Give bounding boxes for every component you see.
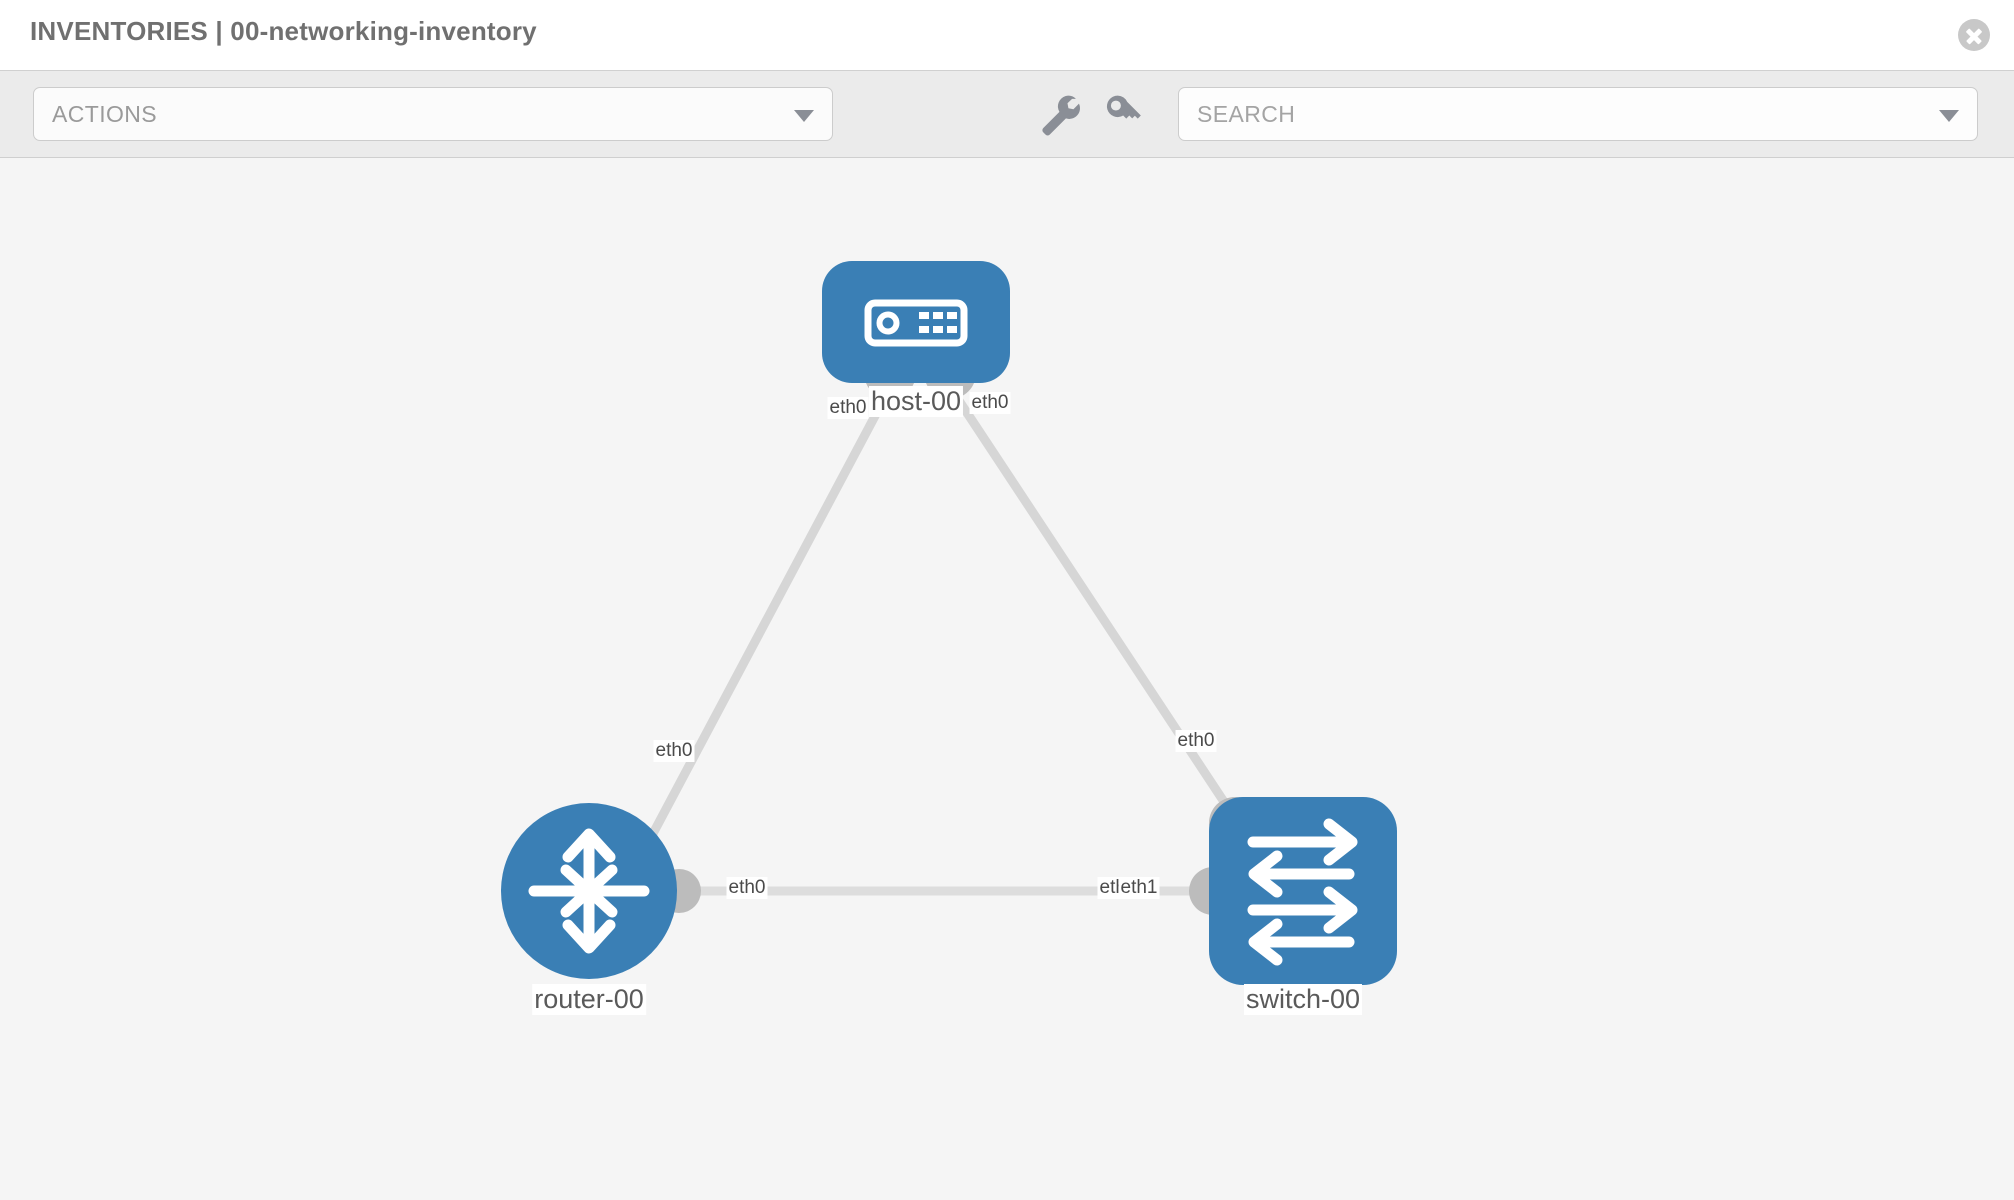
chevron-down-icon — [1939, 110, 1959, 122]
topology-graph — [501, 261, 1397, 985]
iface-label-router00-eth0-uplink[interactable]: eth0 — [653, 740, 695, 762]
iface-label-host00-eth0-right[interactable]: eth0 — [969, 392, 1011, 414]
iface-label-switch00-eth0-uplink[interactable]: eth0 — [1175, 730, 1217, 752]
search-input[interactable]: SEARCH — [1178, 87, 1978, 141]
node-label-host-00[interactable]: host-00 — [868, 386, 964, 417]
node-label-switch-00[interactable]: switch-00 — [1243, 984, 1363, 1015]
iface-label-router00-eth0[interactable]: eth0 — [726, 877, 768, 899]
server-device-icon — [864, 299, 968, 347]
edge-host00-router00[interactable] — [635, 379, 897, 863]
toolbar: ACTIONS SEARCH — [0, 70, 2014, 158]
page-header: INVENTORIES | 00-networking-inventory — [0, 0, 2014, 70]
search-placeholder: SEARCH — [1197, 101, 1296, 127]
node-host-00-shape[interactable] — [822, 261, 1010, 383]
edge-host00-switch00[interactable] — [943, 379, 1245, 831]
node-router-00[interactable] — [501, 803, 677, 979]
close-icon[interactable] — [1958, 19, 1990, 51]
node-switch-00-shape[interactable] — [1209, 797, 1397, 985]
node-host-00[interactable] — [822, 261, 1010, 383]
wrench-icon[interactable] — [1037, 91, 1083, 137]
topology-connectors — [657, 347, 1261, 915]
bidirectional-arrows-icon — [1247, 818, 1358, 966]
key-icon[interactable] — [1100, 91, 1146, 137]
page-title: INVENTORIES | 00-networking-inventory — [30, 16, 537, 46]
node-switch-00[interactable] — [1209, 797, 1397, 985]
iface-label-host00-eth0-left[interactable]: eth0 — [827, 397, 869, 419]
topology-edges — [635, 379, 1245, 896]
four-arrows-icon — [528, 828, 650, 954]
chevron-down-icon — [794, 110, 814, 122]
topology-canvas[interactable]: host-00 router-00 switch-00 eth0 eth0 et… — [0, 158, 2014, 1200]
iface-label-switch00-eth1[interactable]: eth1 — [1118, 877, 1160, 899]
actions-dropdown-label: ACTIONS — [52, 101, 158, 127]
node-label-router-00[interactable]: router-00 — [532, 984, 646, 1015]
actions-dropdown[interactable]: ACTIONS — [33, 87, 833, 141]
